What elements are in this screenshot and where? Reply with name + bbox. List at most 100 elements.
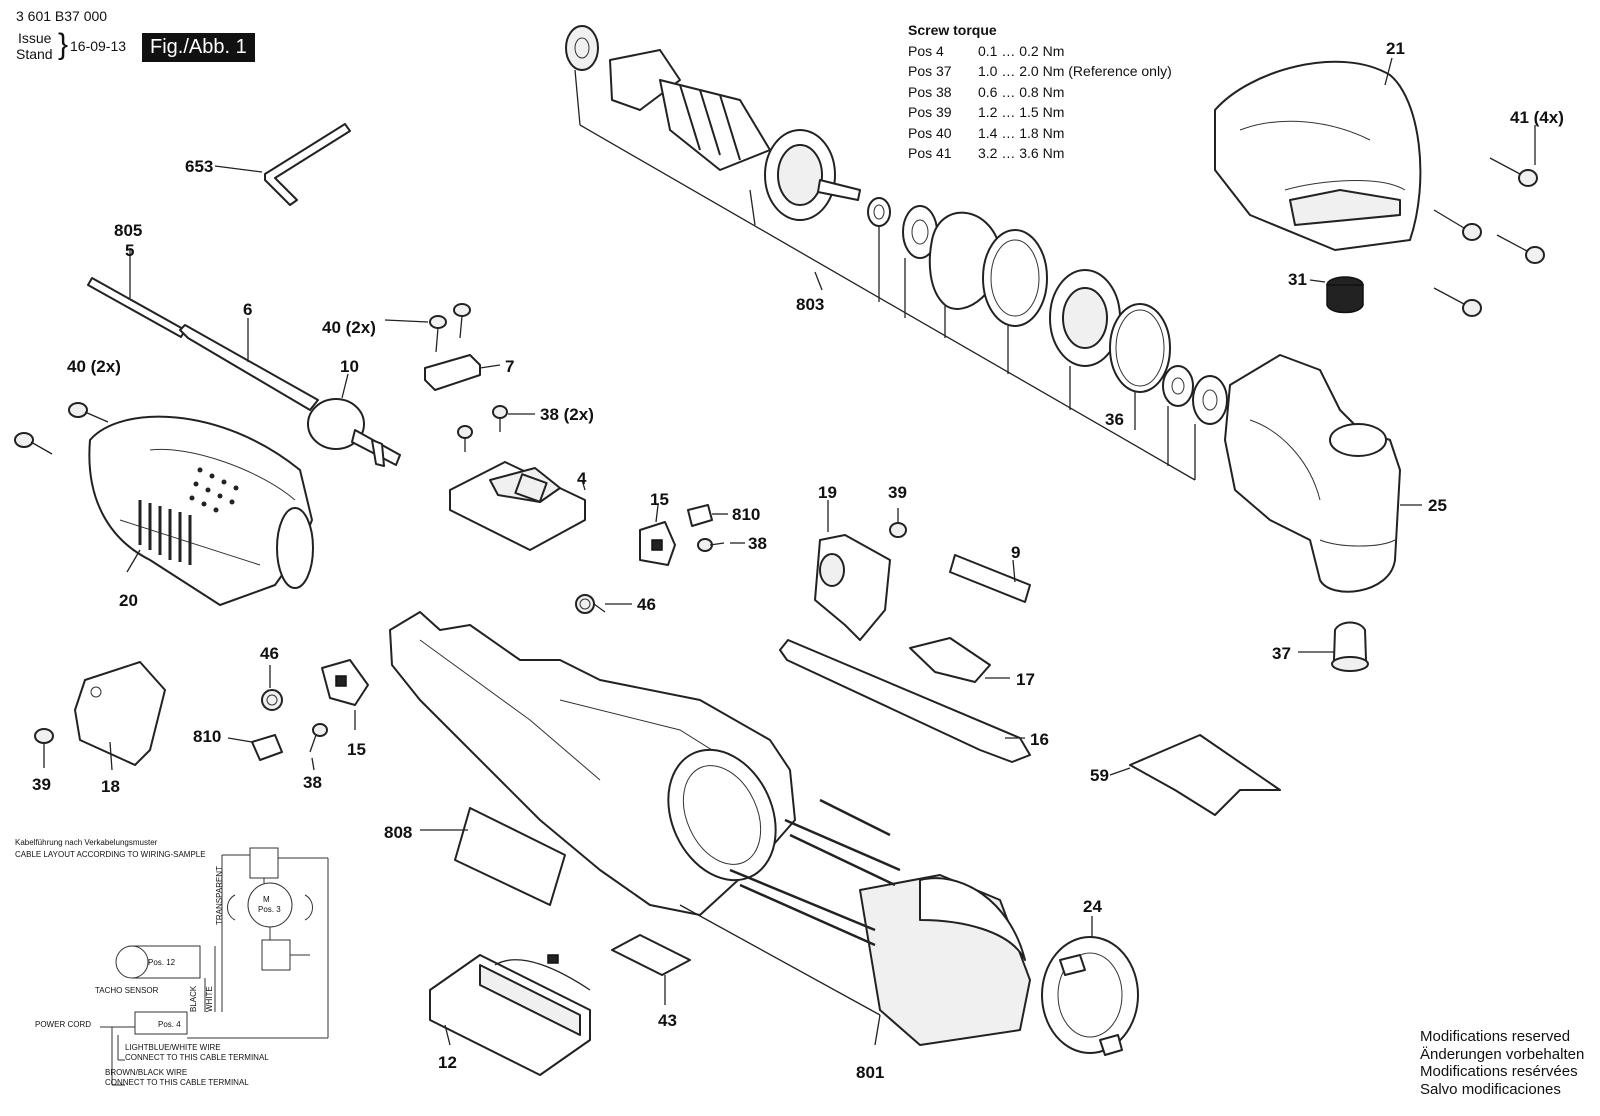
torque-value: 0.6 … 0.8 Nm	[978, 83, 1065, 100]
callout-24: 24	[1083, 897, 1102, 916]
brush-holder-15-lower	[321, 659, 369, 730]
callout-43: 43	[658, 1011, 677, 1030]
transparent-label: TRANSPARENT	[215, 866, 224, 925]
wire-note-1a: LIGHTBLUE/WHITE WIRE	[125, 1043, 221, 1052]
label-9	[949, 554, 1031, 603]
brush-holder-15-upper	[639, 504, 676, 566]
bracket-19	[814, 500, 891, 641]
callout-38-2x: 38 (2x)	[540, 405, 594, 424]
label-808	[420, 807, 566, 906]
pos4-label: Pos. 4	[158, 1020, 181, 1029]
wire-note-2b: CONNECT TO THIS CABLE TERMINAL	[105, 1078, 249, 1087]
wiring-title-de: Kabelführung nach Verkabelungsmuster	[15, 838, 158, 847]
gear-cover-21	[1214, 57, 1422, 251]
motor-pos-label: Pos. 3	[258, 905, 281, 914]
plug-31	[1309, 276, 1364, 314]
modifications-line: Salvo modificaciones	[1420, 1080, 1561, 1098]
callout-4: 4	[577, 469, 587, 488]
shaft-assembly	[87, 250, 401, 467]
callout-803: 803	[796, 295, 824, 314]
wire-note-2a: BROWN/BLACK WIRE	[105, 1068, 187, 1077]
torque-pos: Pos 39	[908, 104, 952, 120]
torque-row: Pos 39 1.2 … 1.5 Nm	[908, 102, 1172, 123]
switch-housing-4	[449, 461, 586, 551]
brush-810-lower	[227, 734, 283, 761]
white-label: WHITE	[205, 986, 214, 1012]
callout-38-upper: 38	[748, 534, 767, 553]
issue-date: 16-09-13	[70, 38, 127, 54]
torque-value: 1.0 … 2.0 Nm (Reference only)	[978, 63, 1172, 79]
modifications-line: Modifications resérvées	[1420, 1063, 1578, 1080]
callout-6: 6	[243, 300, 252, 319]
screw-39-upper	[889, 508, 907, 538]
hex-key-653	[214, 123, 351, 206]
modifications-line: Änderungen vorbehalten	[1420, 1045, 1585, 1063]
callout-36: 36	[1105, 410, 1124, 429]
callout-12: 12	[438, 1053, 457, 1072]
spring-46-lower	[261, 665, 283, 711]
callout-labels: 653 805 5 6 40 (2x) 40 (2x) 7 10 38 (2x)…	[32, 39, 1564, 1082]
screws-40-top	[384, 303, 471, 353]
torque-value: 3.2 … 3.6 Nm	[978, 145, 1065, 161]
callout-16: 16	[1030, 730, 1049, 749]
callout-810-lower: 810	[193, 727, 221, 746]
wire-note-1b: CONNECT TO THIS CABLE TERMINAL	[125, 1053, 269, 1062]
pos12-label: Pos. 12	[148, 958, 176, 967]
callout-7: 7	[505, 357, 514, 376]
callout-38-lower: 38	[303, 773, 322, 792]
part-7-block	[424, 354, 501, 391]
part-number: 3 601 B37 000	[16, 8, 108, 24]
screw-39-lower	[34, 728, 54, 768]
power-cord-label: POWER CORD	[35, 1020, 91, 1029]
cover-18	[74, 661, 166, 771]
callout-17: 17	[1016, 670, 1035, 689]
torque-title: Screw torque	[908, 22, 997, 38]
fan-24	[1041, 916, 1139, 1056]
modifications-line: Modifications reserved	[1420, 1028, 1571, 1045]
spring-46-upper	[575, 594, 632, 614]
torque-value: 1.2 … 1.5 Nm	[978, 104, 1065, 120]
callout-37: 37	[1272, 644, 1291, 663]
armature-803	[565, 25, 1196, 481]
wiring-title-en: CABLE LAYOUT ACCORDING TO WIRING-SAMPLE	[15, 850, 206, 859]
housing-shell-20	[88, 415, 314, 606]
issue-label: Issue	[18, 30, 52, 46]
torque-pos: Pos 37	[908, 63, 952, 79]
torque-value: 0.1 … 0.2 Nm	[978, 42, 1065, 59]
wiring-schematic: Kabelführung nach Verkabelungsmuster CAB…	[15, 838, 329, 1087]
callout-31: 31	[1288, 270, 1307, 289]
callout-15-lower: 15	[347, 740, 366, 759]
callout-39-lower: 39	[32, 775, 51, 794]
torque-row: Pos 37 1.0 … 2.0 Nm (Reference only)	[908, 61, 1172, 82]
callout-808: 808	[384, 823, 412, 842]
screw-38-upper	[697, 538, 745, 552]
callout-19: 19	[818, 483, 837, 502]
part-59	[1109, 734, 1281, 816]
callout-653: 653	[185, 157, 213, 176]
torque-pos: Pos 38	[908, 83, 952, 100]
callout-9: 9	[1011, 543, 1020, 562]
torque-row: Pos 38 0.6 … 0.8 Nm	[908, 82, 1172, 103]
callout-40-top: 40 (2x)	[322, 318, 376, 337]
callout-46-upper: 46	[637, 595, 656, 614]
gear-housing-25	[1224, 354, 1422, 593]
label-43	[611, 934, 691, 1005]
stand-label: Stand	[16, 46, 53, 62]
callout-18: 18	[101, 777, 120, 796]
callout-40-left: 40 (2x)	[67, 357, 121, 376]
slider-16	[779, 639, 1031, 763]
torque-pos: Pos 4	[908, 42, 944, 59]
brace: }	[58, 28, 69, 61]
knob-37	[1298, 621, 1369, 672]
screw-38-lower	[309, 723, 328, 771]
part-17	[909, 637, 1010, 683]
screws-38-top	[457, 405, 535, 452]
callout-801: 801	[856, 1063, 884, 1082]
main-housing-801	[389, 611, 1031, 1046]
callout-59: 59	[1090, 766, 1109, 785]
callout-25: 25	[1428, 496, 1447, 515]
motor-symbol: M	[263, 895, 270, 904]
